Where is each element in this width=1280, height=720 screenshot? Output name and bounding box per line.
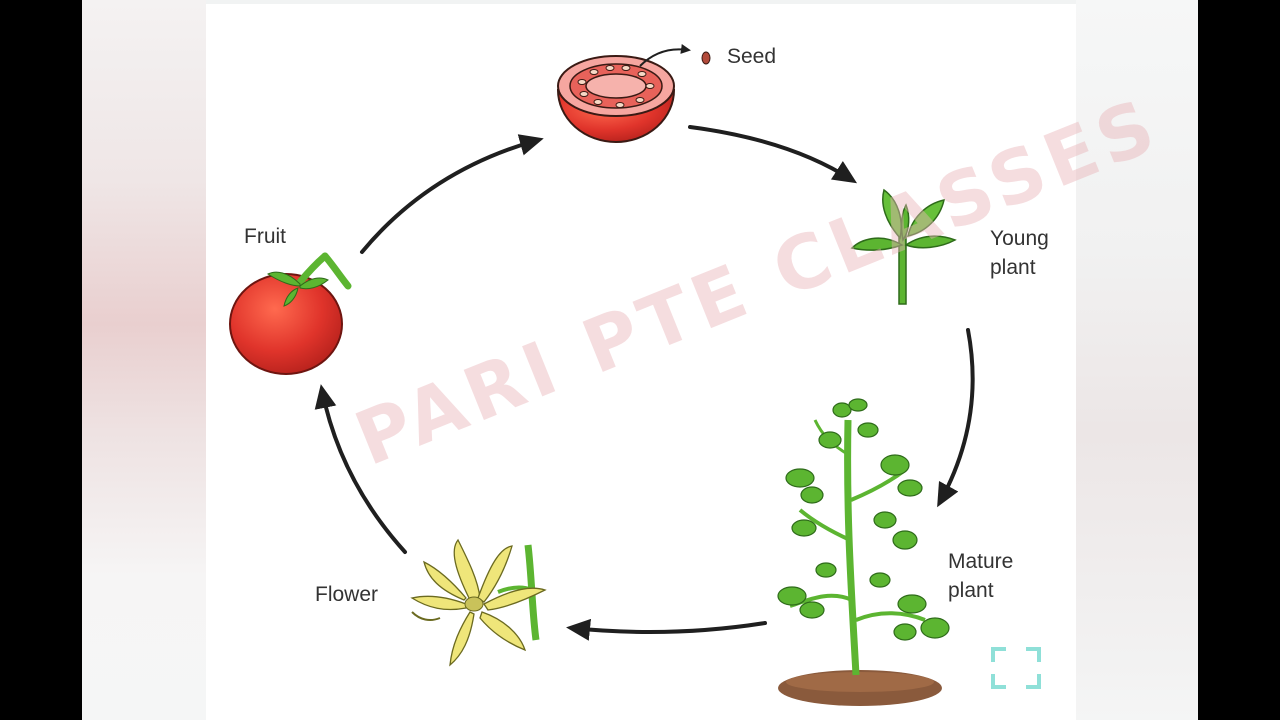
- single-seed: [701, 51, 711, 65]
- stage-label-young-plant: Young plant: [990, 227, 1049, 279]
- flower-illustration: [410, 538, 547, 667]
- mature-plant-illustration: [777, 398, 950, 706]
- stage-label-flower: Flower: [315, 583, 379, 606]
- arrow-mature-plant-to-flower: [566, 618, 767, 641]
- fruit-illustration: [229, 252, 352, 375]
- cycle-arrows: [314, 125, 975, 641]
- stage-label-mature-plant: Mature plant: [948, 550, 1014, 602]
- arrow-fruit-to-seed: [360, 134, 544, 254]
- expand-icon[interactable]: [990, 646, 1042, 690]
- letterbox-left: [0, 0, 82, 720]
- blurred-background-left: [82, 0, 206, 720]
- blurred-background-right: [1076, 0, 1198, 720]
- young-plant-illustration: [850, 188, 957, 305]
- stage-label-fruit: Fruit: [244, 225, 286, 248]
- stage-label-seed: Seed: [727, 45, 777, 68]
- arrow-flower-to-fruit: [314, 384, 407, 554]
- arrow-seed-to-young-plant: [688, 125, 858, 184]
- arrow-young-plant-to-mature-plant: [937, 328, 975, 508]
- letterbox-right: [1198, 0, 1280, 720]
- seed-illustration: [556, 44, 711, 143]
